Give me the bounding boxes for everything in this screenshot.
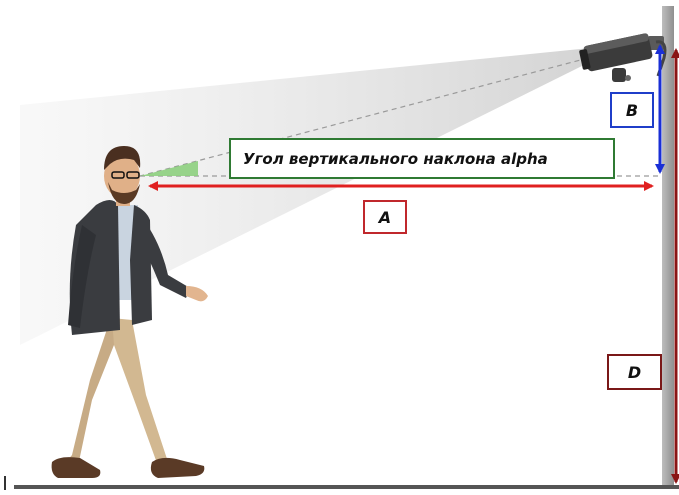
floor-line	[14, 485, 679, 489]
floor-tick	[4, 476, 6, 490]
wall	[662, 6, 674, 486]
angle-alpha-wedge	[140, 161, 198, 176]
label-d-text: D	[627, 362, 642, 382]
angle-label-box: Угол вертикального наклона alpha	[229, 138, 615, 179]
label-d-box: D	[607, 354, 662, 390]
label-b-text: B	[625, 100, 639, 120]
walking-man-figure	[51, 146, 208, 478]
label-b-box: B	[610, 92, 654, 128]
cctv-camera-icon	[579, 33, 667, 82]
label-a-box: A	[363, 200, 407, 234]
label-a-text: A	[378, 207, 392, 227]
angle-label-text: Угол вертикального наклона alpha	[243, 149, 548, 168]
